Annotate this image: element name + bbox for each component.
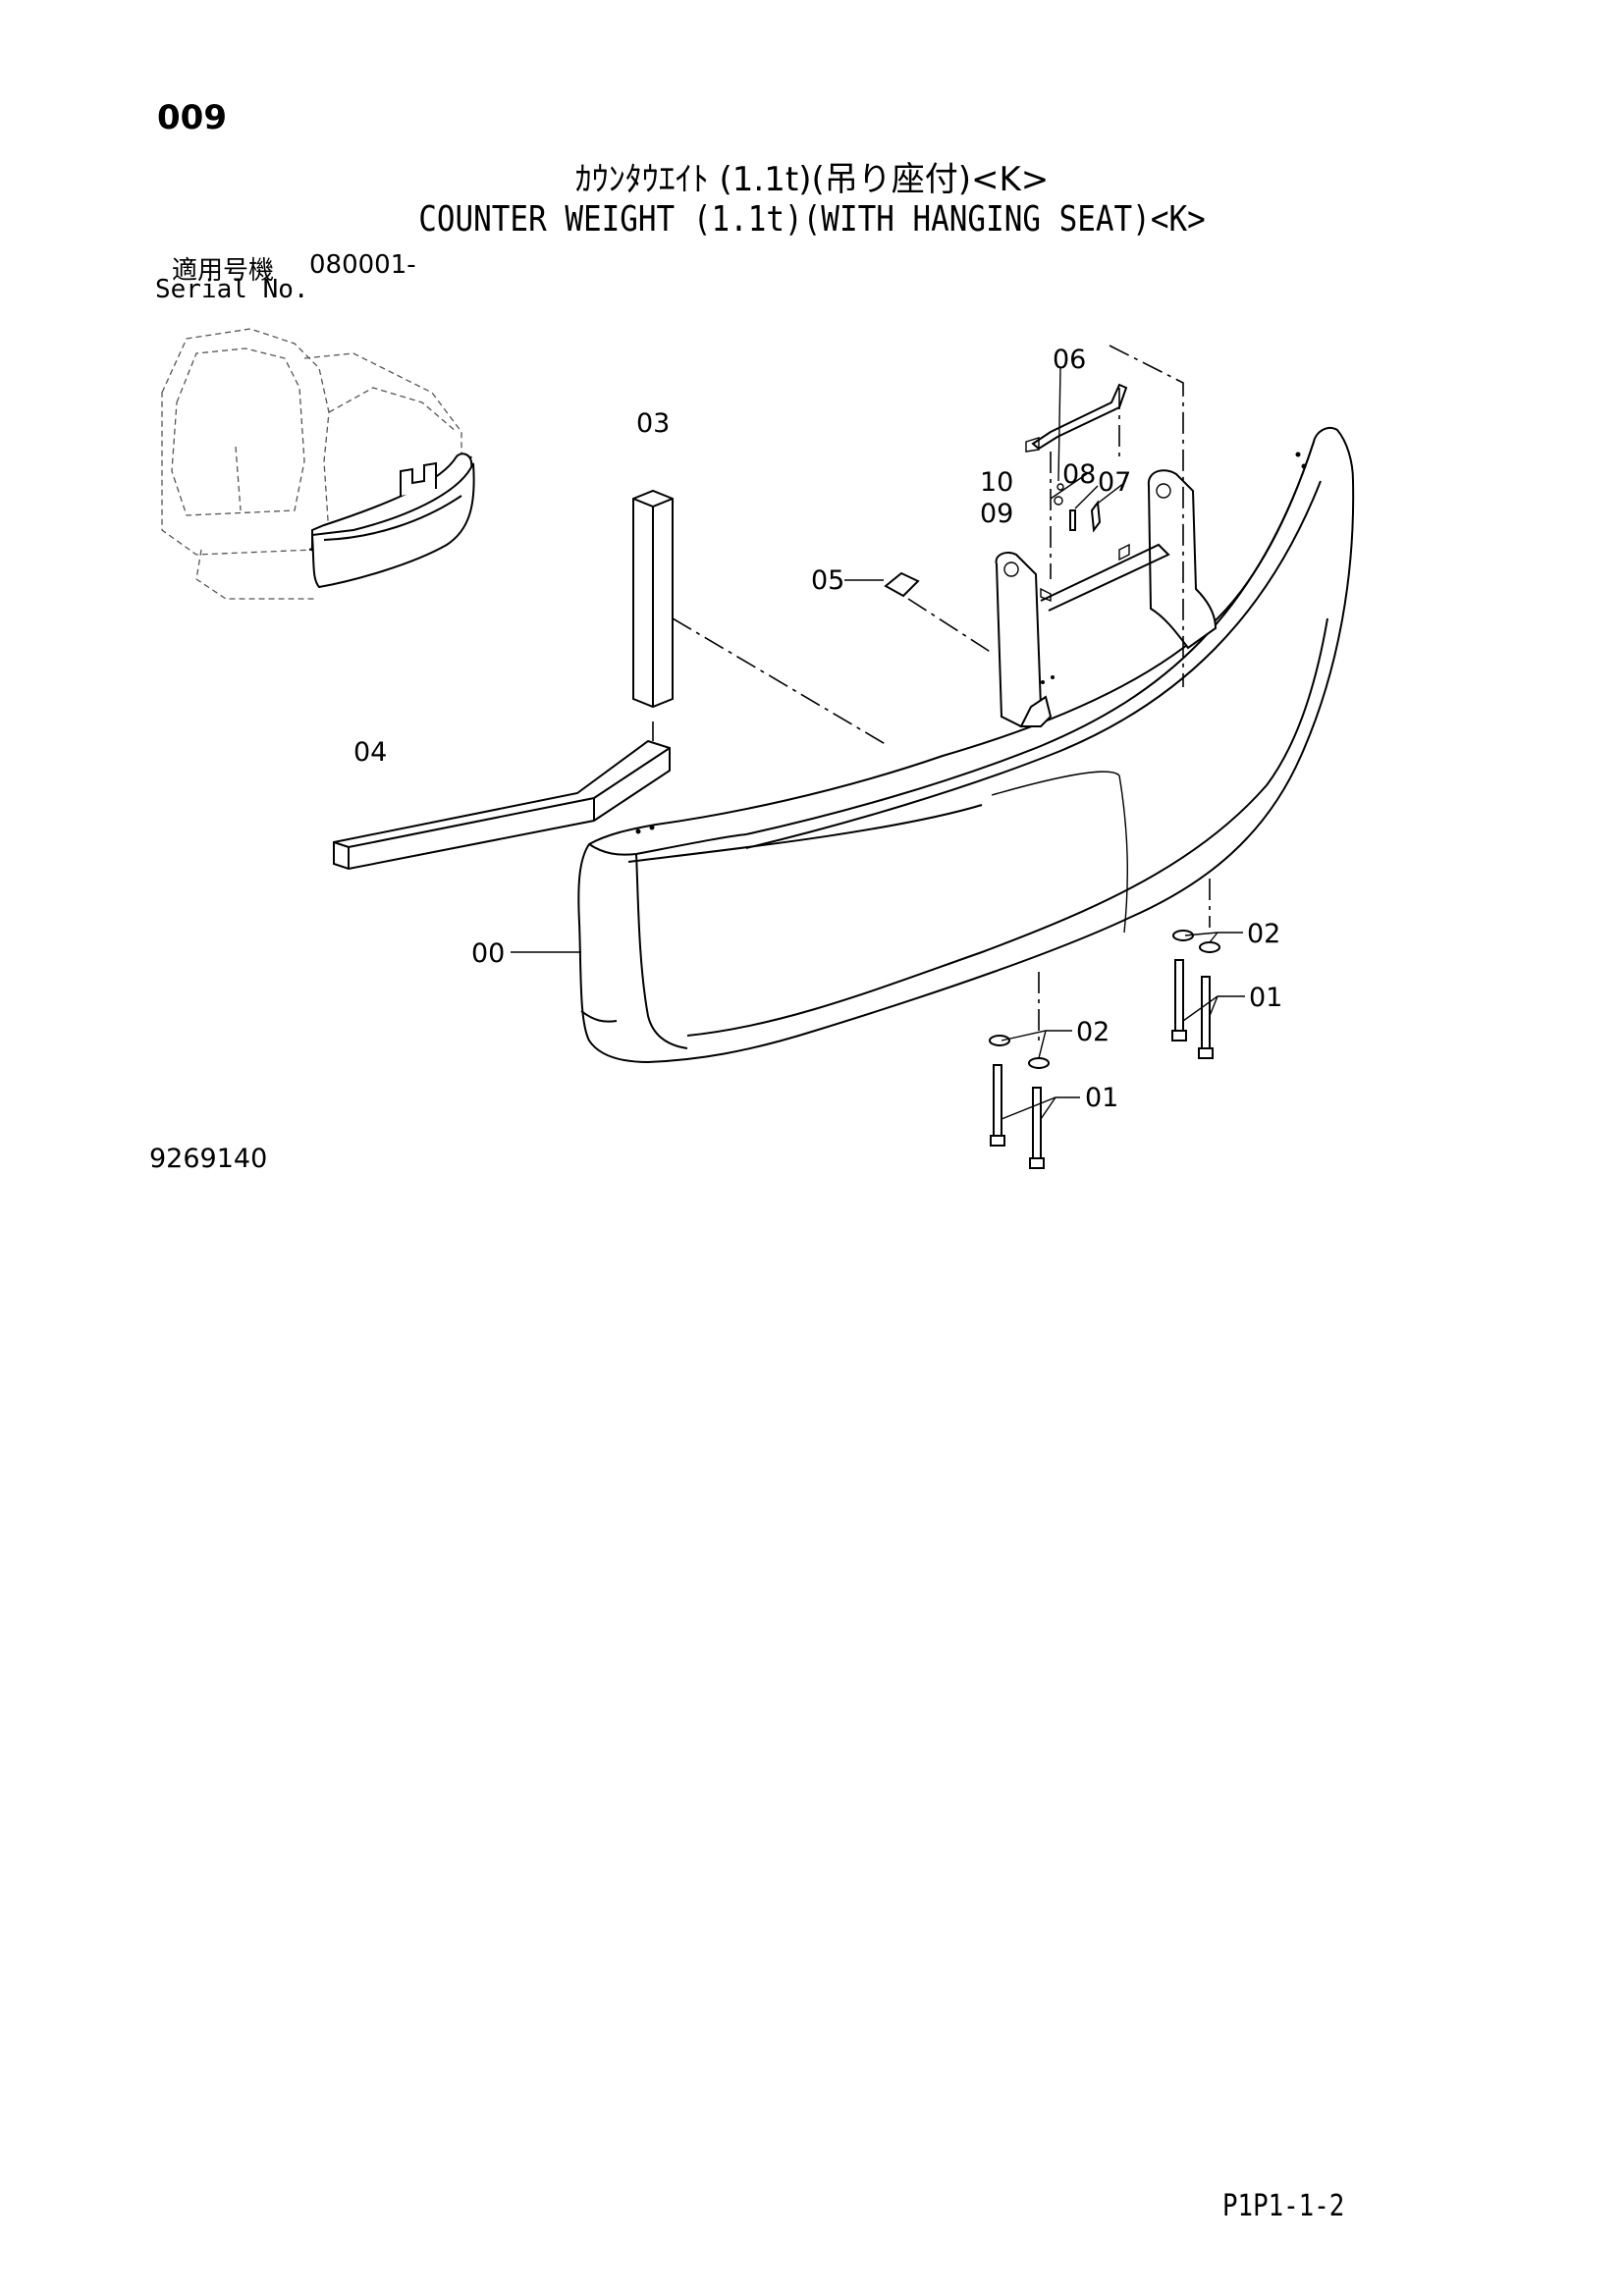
serial-label-japanese: 適用号機 [172,256,275,286]
assembly-center-lines [652,345,1211,1041]
callout-numbers: 00 01 01 02 02 03 04 05 06 07 08 09 10 [353,345,1282,1113]
page-number: 009 [157,98,227,137]
callout-00: 00 [471,938,505,969]
drawing-number: 9269140 [149,1144,268,1174]
part-04-bar [333,739,671,871]
callout-02-left: 02 [1076,1017,1110,1047]
callout-06: 06 [1053,345,1086,375]
callout-01-left: 01 [1085,1083,1118,1113]
callout-02-right: 02 [1247,919,1280,949]
callout-04: 04 [353,737,387,768]
serial-number-value: 080001- [309,250,416,280]
hanging-seat-brackets [995,469,1218,728]
serial-label-english: Serial No. [155,275,309,304]
page-title-english: COUNTER WEIGHT (1.1t)(WITH HANGING SEAT)… [418,199,1206,240]
counterweight-body [577,426,1355,1064]
leader-lines [511,367,1245,1120]
part-05-plate [884,571,920,598]
callout-03: 03 [636,408,670,439]
page-title-japanese: ｶｳﾝﾀｳｴｲﾄ (1.1t)(吊り座付)<K> [574,160,1050,199]
callout-08: 08 [1062,459,1096,490]
callout-05: 05 [811,565,844,596]
callout-10: 10 [980,467,1013,498]
callout-07: 07 [1098,467,1131,498]
excavator-locator-icon [161,328,475,600]
bolts-washers-right [1171,930,1220,1059]
part-03-block [632,489,674,709]
sheet-code: P1P1-1-2 [1222,2189,1345,2223]
callout-09: 09 [980,499,1013,529]
part-06-rod [1025,383,1128,453]
callout-01-right: 01 [1249,983,1282,1013]
